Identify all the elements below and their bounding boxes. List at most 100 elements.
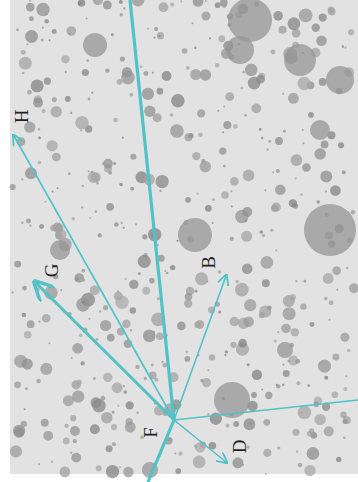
- crater: [22, 286, 27, 291]
- crater: [193, 456, 206, 469]
- crater: [123, 227, 125, 229]
- crater: [336, 289, 338, 291]
- crater: [119, 466, 121, 468]
- crater: [161, 361, 163, 363]
- crater: [68, 172, 71, 175]
- crater: [230, 317, 240, 327]
- crater: [26, 218, 31, 223]
- crater: [240, 87, 243, 90]
- crater: [171, 94, 184, 107]
- crater: [157, 32, 164, 39]
- crater: [157, 88, 164, 95]
- crater: [88, 172, 99, 183]
- crater: [265, 392, 272, 399]
- crater: [80, 129, 82, 131]
- crater: [73, 439, 77, 443]
- crater: [91, 428, 93, 430]
- crater: [102, 163, 105, 166]
- crater: [91, 171, 93, 173]
- crater: [307, 447, 320, 460]
- crater: [138, 255, 151, 268]
- direction-line: [14, 136, 174, 420]
- crater: [309, 428, 314, 433]
- crater: [96, 182, 99, 185]
- crater: [29, 16, 34, 21]
- crater: [223, 121, 231, 129]
- crater: [143, 71, 148, 76]
- crater: [98, 233, 102, 237]
- crater: [261, 388, 263, 390]
- crater: [159, 2, 169, 12]
- crater: [324, 376, 328, 380]
- crater: [287, 360, 290, 363]
- crater: [243, 418, 255, 430]
- crater: [348, 29, 354, 35]
- crater: [243, 170, 255, 182]
- crater: [221, 191, 228, 198]
- crater: [72, 343, 83, 354]
- crater: [205, 0, 207, 2]
- crater: [190, 69, 201, 80]
- crater: [170, 124, 184, 138]
- crater: [300, 303, 306, 309]
- crater: [277, 342, 293, 358]
- crater: [70, 452, 73, 455]
- crater: [343, 436, 346, 439]
- crater: [346, 267, 348, 269]
- crater: [349, 283, 358, 293]
- crater: [25, 30, 38, 43]
- crater: [99, 310, 101, 312]
- crater: [43, 431, 53, 441]
- crater: [194, 47, 196, 49]
- crater: [270, 228, 273, 231]
- crater: [195, 272, 208, 285]
- crater: [272, 171, 274, 173]
- crater: [101, 396, 106, 401]
- crater: [79, 333, 83, 337]
- crater: [174, 452, 176, 454]
- crater: [186, 66, 190, 70]
- crater: [297, 77, 310, 90]
- crater: [42, 314, 51, 323]
- crater: [50, 240, 70, 260]
- crater: [103, 305, 108, 310]
- crater: [319, 363, 321, 365]
- crater: [42, 27, 44, 29]
- crater: [130, 329, 132, 331]
- crater: [112, 442, 116, 446]
- crater: [283, 307, 296, 320]
- crater: [283, 130, 286, 133]
- crater: [166, 272, 168, 274]
- crater: [252, 370, 262, 380]
- crater: [103, 159, 113, 169]
- crater: [230, 237, 234, 241]
- crater: [138, 272, 141, 275]
- crater: [26, 43, 28, 45]
- crater: [200, 161, 211, 172]
- crater: [70, 415, 76, 421]
- crater: [282, 364, 284, 366]
- crater: [142, 234, 147, 239]
- crater: [218, 270, 221, 273]
- crater: [304, 204, 356, 256]
- crater: [225, 350, 228, 353]
- crater: [130, 307, 137, 314]
- crater: [316, 200, 320, 204]
- crater: [215, 63, 220, 68]
- crater: [292, 429, 299, 436]
- crater: [154, 27, 158, 31]
- crater: [241, 231, 252, 242]
- crater: [132, 0, 145, 6]
- crater: [142, 287, 150, 295]
- crater: [29, 225, 31, 227]
- crater: [25, 387, 28, 390]
- crater: [244, 114, 246, 116]
- crater: [83, 33, 107, 57]
- crater: [223, 165, 226, 168]
- crater: [344, 47, 346, 49]
- crater: [46, 140, 57, 151]
- crater: [295, 280, 297, 282]
- crater: [119, 183, 123, 187]
- crater: [120, 56, 125, 61]
